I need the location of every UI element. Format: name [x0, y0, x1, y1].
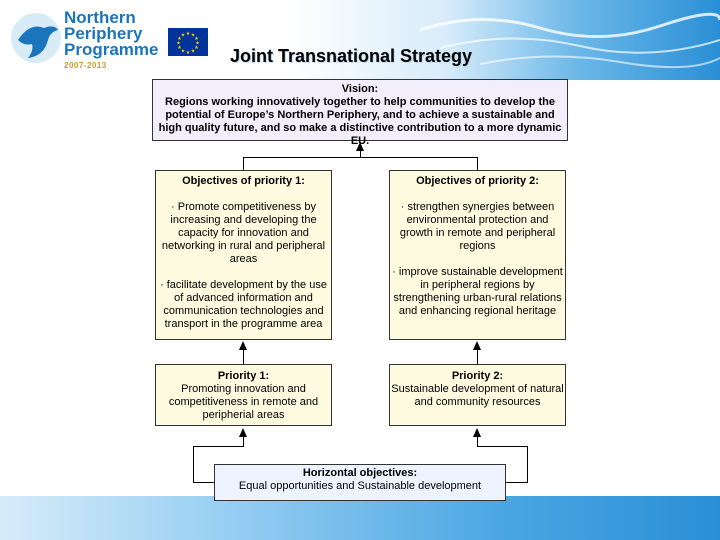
svg-text:★: ★: [181, 49, 186, 55]
logo-line: Periphery: [64, 24, 143, 43]
priority-1-text: Promoting innovation and competitiveness…: [168, 383, 319, 421]
objectives-2-item: · improve sustainable development in per…: [392, 266, 563, 317]
vision-box: Vision: Regions working innovatively tog…: [152, 79, 568, 147]
connector-line: [506, 482, 528, 483]
logo-line: Programme: [64, 40, 159, 59]
header-background: [0, 0, 720, 80]
svg-text:★: ★: [186, 31, 191, 37]
connector-line: [360, 150, 361, 158]
priority-1-box: Priority 1: Promoting innovation and com…: [155, 364, 332, 426]
wave-decoration: [420, 12, 720, 69]
priority-2-heading: Priority 2:: [451, 370, 504, 382]
svg-text:★: ★: [181, 33, 186, 39]
svg-text:★: ★: [177, 45, 182, 51]
arrow-up-icon: [239, 428, 247, 437]
logo-text: Northern Periphery Programme: [64, 8, 159, 59]
svg-text:★: ★: [194, 45, 199, 51]
svg-text:★: ★: [194, 36, 199, 42]
connector-line: [243, 436, 244, 447]
connector-line: [243, 157, 244, 170]
arrow-up-icon: [356, 142, 364, 151]
svg-text:★: ★: [191, 33, 196, 39]
arrow-up-icon: [239, 341, 247, 350]
logo-years: 2007-2013: [64, 61, 107, 70]
connector-line: [243, 349, 244, 364]
connector-line: [477, 349, 478, 364]
footer-band: [0, 496, 720, 540]
vision-heading: Vision:: [341, 83, 379, 95]
objectives-1-item: · facilitate development by the use of a…: [160, 279, 327, 330]
connector-line: [527, 446, 528, 483]
connector-line: [477, 436, 478, 447]
connector-line: [477, 446, 528, 447]
connector-line: [193, 446, 194, 483]
objectives-priority-2-box: Objectives of priority 2: · strengthen s…: [389, 170, 566, 340]
objectives-priority-1-box: Objectives of priority 1: · Promote comp…: [155, 170, 332, 340]
horizontal-heading: Horizontal objectives:: [302, 467, 418, 479]
vision-text: Regions working innovatively together to…: [158, 96, 562, 147]
horizontal-text: Equal opportunities and Sustainable deve…: [238, 480, 482, 492]
logo-line: Northern: [64, 8, 136, 27]
priority-1-heading: Priority 1:: [217, 370, 270, 382]
svg-text:★: ★: [191, 49, 196, 55]
connector-line: [193, 446, 244, 447]
svg-text:★: ★: [195, 41, 200, 47]
svg-text:★: ★: [177, 36, 182, 42]
horizontal-objectives-box: Horizontal objectives: Equal opportuniti…: [214, 464, 506, 501]
priority-2-text: Sustainable development of natural and c…: [391, 383, 564, 408]
page-title: Joint Transnational Strategy: [230, 46, 473, 66]
dove-logo-icon: [11, 13, 61, 63]
eu-flag-icon: ★★★ ★★★ ★★★ ★★★: [168, 28, 208, 56]
svg-text:★: ★: [176, 41, 181, 47]
priority-2-box: Priority 2: Sustainable development of n…: [389, 364, 566, 426]
connector-line: [477, 157, 478, 170]
connector-line: [193, 482, 214, 483]
objectives-2-heading: Objectives of priority 2:: [416, 175, 539, 187]
objectives-1-item: · Promote competitiveness by increasing …: [161, 201, 326, 265]
objectives-2-item: · strengthen synergies between environme…: [399, 201, 556, 252]
arrow-up-icon: [473, 341, 481, 350]
svg-text:★: ★: [186, 50, 191, 56]
arrow-up-icon: [473, 428, 481, 437]
objectives-1-heading: Objectives of priority 1:: [182, 175, 305, 187]
